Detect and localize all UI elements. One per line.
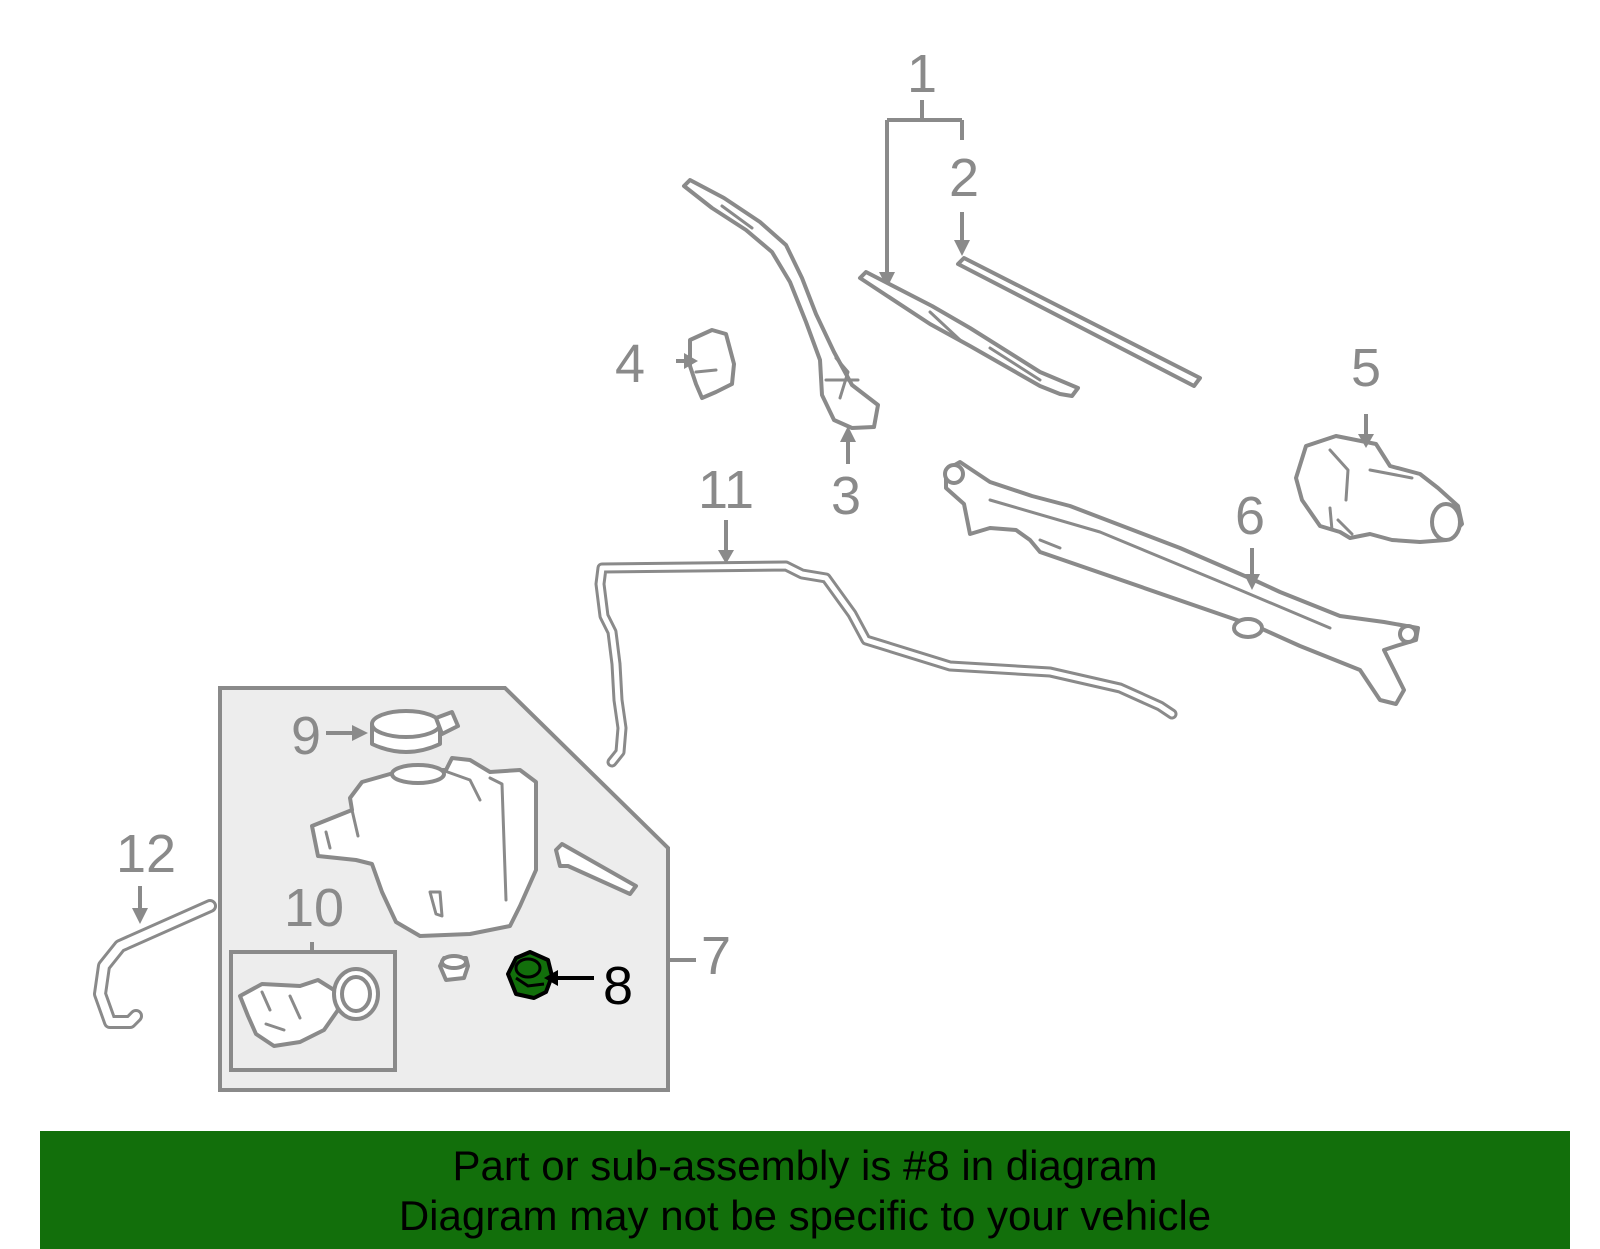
wiper-motor-part	[1294, 434, 1464, 544]
label-12: 12	[116, 824, 176, 884]
bracket-part	[554, 842, 638, 896]
grommet-part	[438, 954, 470, 982]
label-11: 11	[698, 460, 754, 520]
label-8: 8	[603, 956, 633, 1016]
label-6: 6	[1235, 486, 1265, 546]
blade-refill-part	[956, 256, 1202, 388]
nut-part-8-highlighted	[506, 950, 554, 1000]
reservoir-tank-part	[310, 756, 538, 938]
reservoir-cap-part	[370, 709, 460, 754]
washer-pump-part	[238, 967, 380, 1048]
banner-line-1: Part or sub-assembly is #8 in diagram	[452, 1142, 1158, 1189]
label-5: 5	[1351, 338, 1381, 398]
info-banner: Part or sub-assembly is #8 in diagram Di…	[40, 1131, 1570, 1249]
label-4: 4	[615, 334, 645, 394]
label-3: 3	[831, 466, 861, 526]
leader-1-2	[879, 100, 970, 288]
label-9: 9	[291, 706, 321, 766]
banner-line-2: Diagram may not be specific to your vehi…	[398, 1192, 1212, 1239]
label-1: 1	[907, 44, 937, 104]
hose-12-part	[93, 899, 217, 1029]
wiper-arm-part	[682, 178, 880, 430]
wiper-linkage-part	[943, 460, 1420, 706]
leader-arrows	[132, 353, 1374, 986]
wiper-blade-assembly-part	[858, 270, 1080, 398]
washer-hose-part	[594, 560, 1178, 768]
label-7: 7	[701, 926, 731, 986]
label-10: 10	[284, 878, 344, 938]
arm-cap-part	[688, 328, 736, 400]
label-2: 2	[949, 148, 979, 208]
